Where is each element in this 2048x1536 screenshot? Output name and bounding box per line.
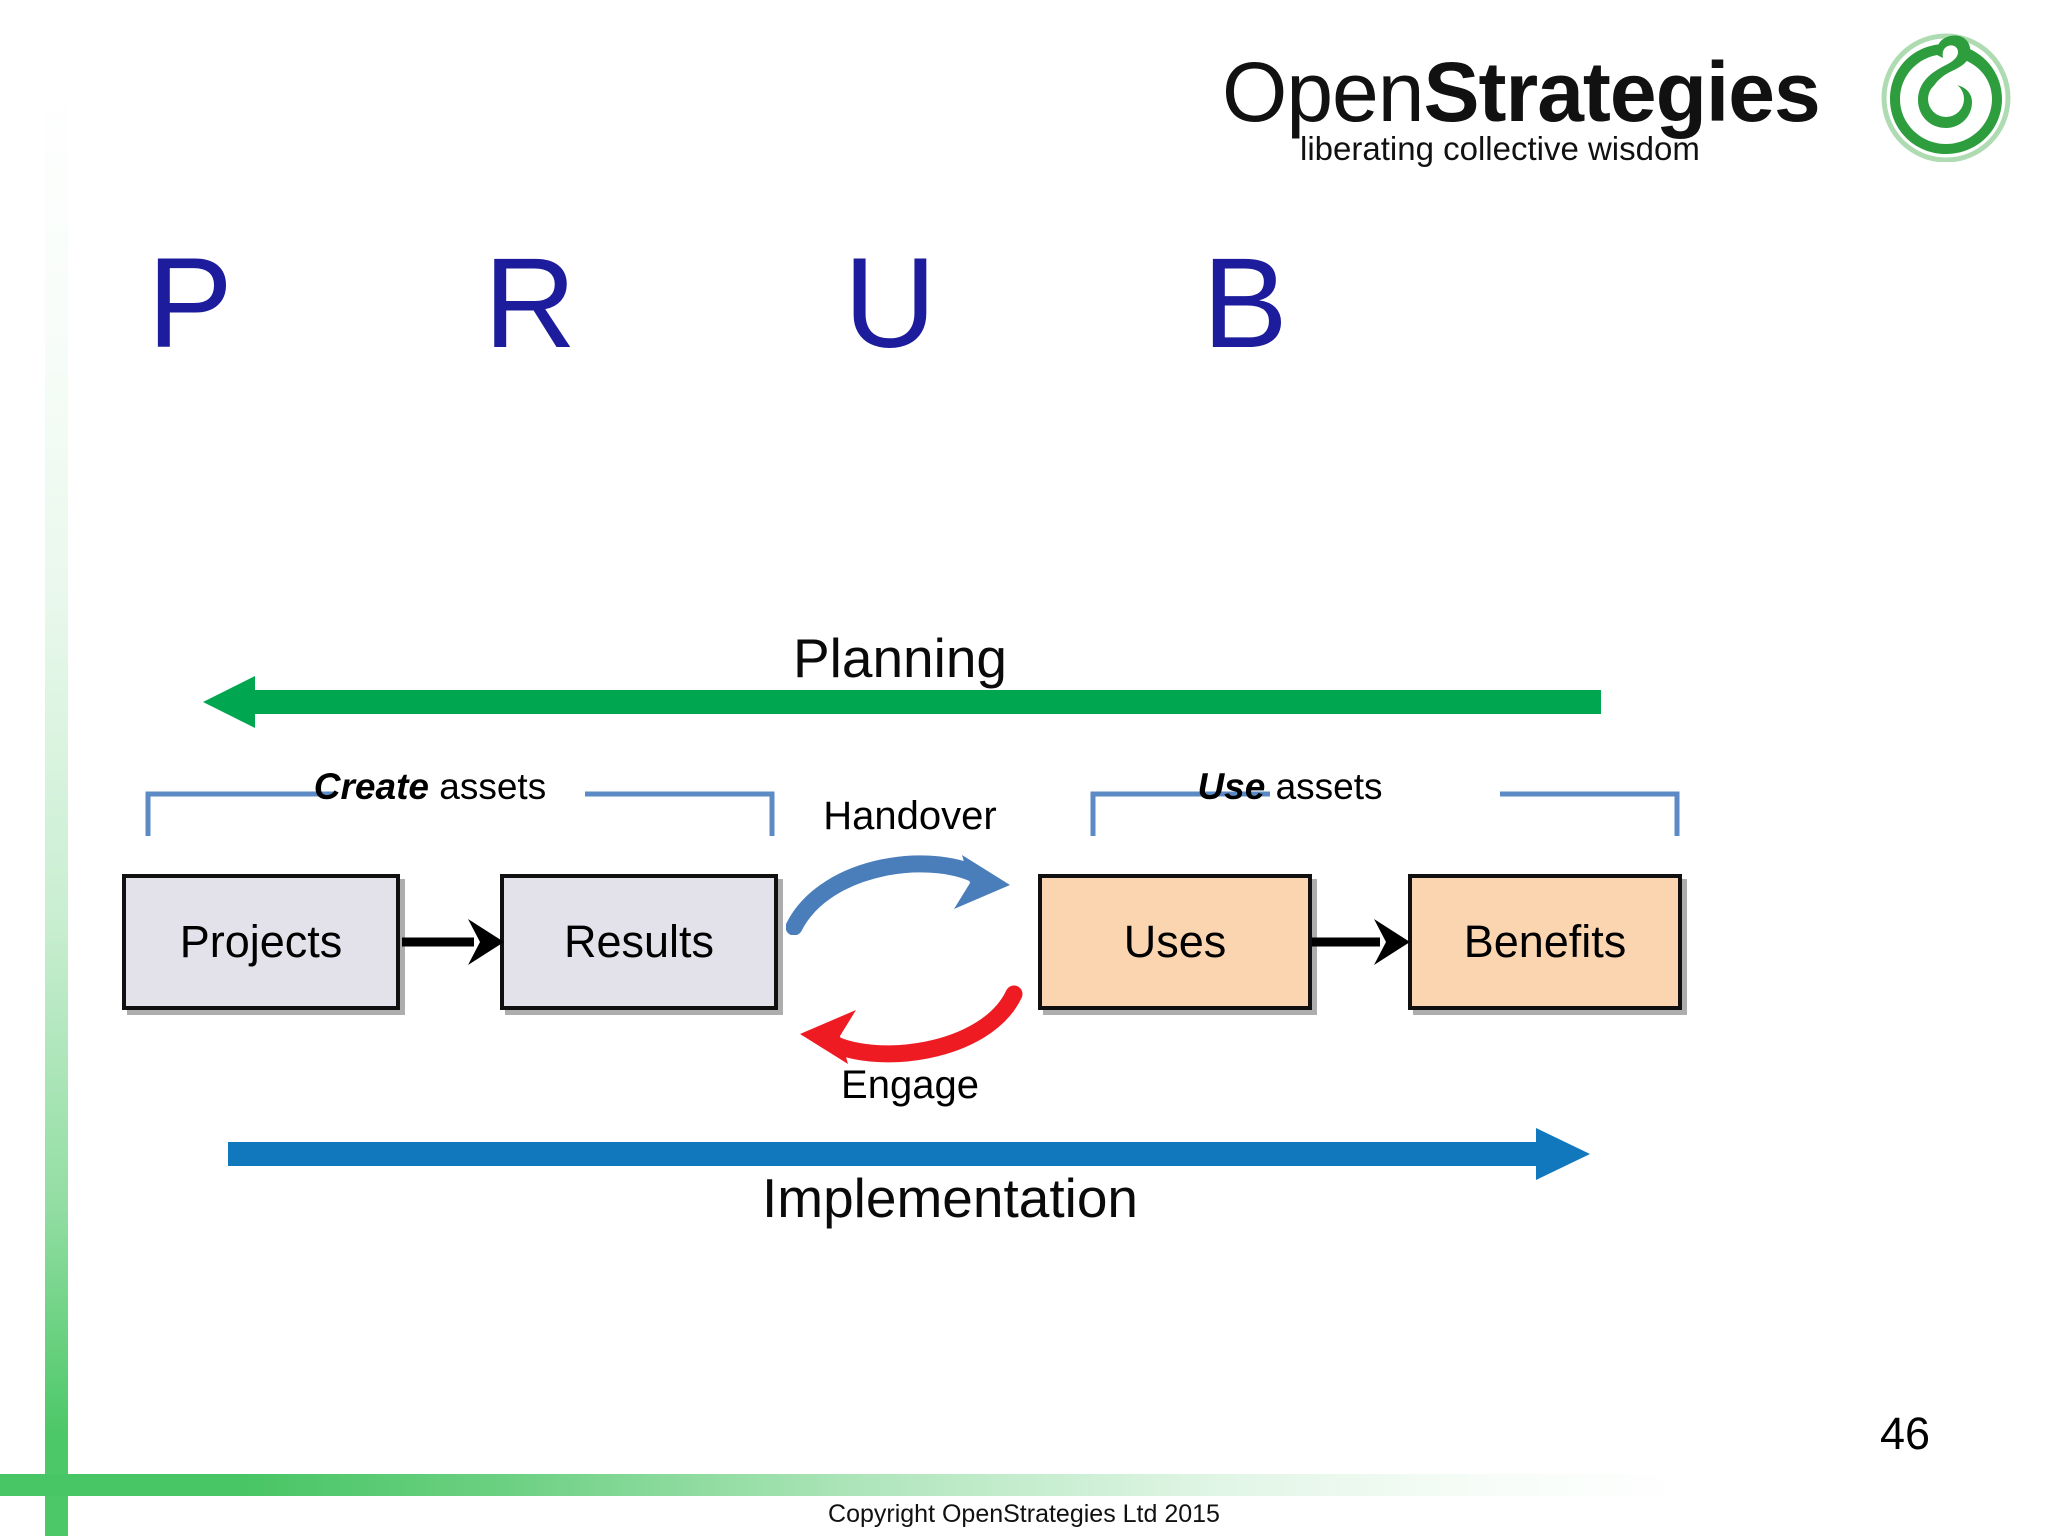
create-assets-label-rest: assets — [428, 766, 547, 807]
logo-wordmark: OpenStrategies — [1222, 44, 1821, 141]
implementation-label: Implementation — [761, 1167, 1139, 1229]
engage-arrow-curved-left — [800, 985, 1023, 1064]
green-spiral-icon — [1881, 33, 2011, 162]
box-results[interactable]: Results — [500, 874, 778, 1010]
box-uses[interactable]: Uses — [1038, 874, 1312, 1010]
logo-word-open: Open — [1222, 45, 1424, 139]
handover-arrow-curved-right — [786, 855, 1010, 935]
box-projects[interactable]: Projects — [122, 874, 400, 1010]
implementation-arrow-right — [228, 1128, 1590, 1180]
decor-vertical-green-bar — [45, 60, 68, 1536]
box-benefits[interactable]: Benefits — [1408, 874, 1682, 1010]
engage-label: Engage — [841, 1063, 979, 1107]
create-assets-bracket — [145, 791, 775, 836]
create-assets-label-bold: Create — [313, 766, 429, 807]
decor-horizontal-green-bar — [0, 1474, 1700, 1496]
logo-word-strategies: Strategies — [1423, 45, 1821, 139]
planning-arrow-left — [203, 676, 1601, 728]
handover-label: Handover — [823, 794, 997, 838]
use-assets-label: Use assets — [1140, 766, 1440, 808]
openstrategies-logo: OpenStrategies liberating collective wis… — [1222, 30, 2012, 167]
use-assets-label-rest: assets — [1265, 766, 1383, 807]
arrow-projects-to-results — [402, 919, 504, 965]
planning-label: Planning — [792, 627, 1008, 689]
arrow-uses-to-benefits — [1312, 919, 1410, 965]
use-assets-bracket — [1090, 791, 1680, 836]
prub-letter-p: P — [147, 232, 233, 375]
prub-letter-r: R — [483, 232, 577, 375]
logo-tagline: liberating collective wisdom — [1300, 130, 1700, 167]
copyright-notice: Copyright OpenStrategies Ltd 2015 — [828, 1500, 1220, 1528]
prub-letter-b: B — [1202, 232, 1288, 375]
create-assets-label: Create assets — [280, 766, 580, 808]
page-number: 46 — [1880, 1408, 1931, 1459]
use-assets-label-bold: Use — [1197, 766, 1266, 807]
prub-letter-u: U — [843, 232, 937, 375]
